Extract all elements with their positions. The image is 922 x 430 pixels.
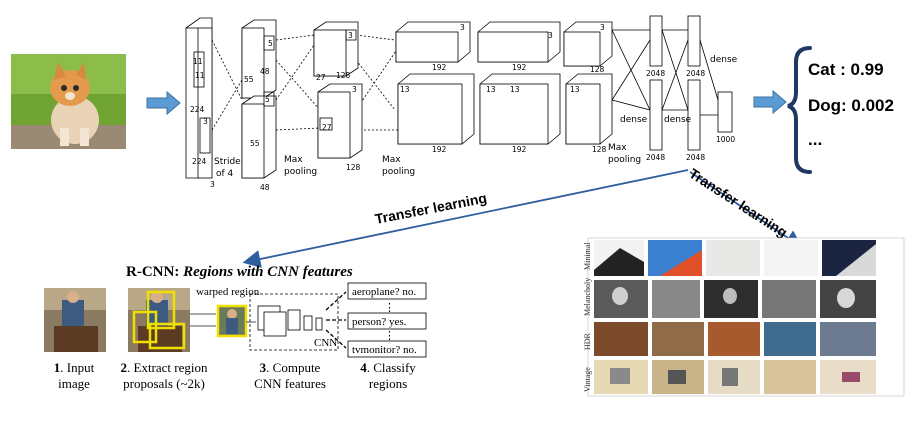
dim-label: 2048 (646, 153, 665, 162)
dim-label: 2048 (686, 153, 705, 162)
dim-label: 192 (432, 63, 447, 72)
step-caption: 1. Input (54, 360, 95, 375)
ellipsis: ⋮ (384, 302, 395, 314)
max-pooling-label: pooling (382, 167, 415, 177)
output-arrow (753, 89, 787, 115)
cnn-box-layers (257, 305, 323, 337)
step-caption: image (58, 376, 90, 391)
stride-label: of 4 (216, 169, 234, 179)
stride-label: Stride (214, 157, 241, 167)
rcnn-title: R-CNN: Regions with CNN features (126, 264, 353, 280)
cnn-layer-labels: Stride of 4 Max pooling Max pooling Max … (214, 55, 738, 179)
dim-label: 3 (352, 85, 357, 94)
dim-label: 192 (432, 145, 447, 154)
transfer-arrow-right (689, 171, 803, 249)
rcnn-steps: 1. Input image 2. Extract region proposa… (54, 360, 417, 391)
transfer-label-left: Transfer learning (374, 190, 489, 227)
step-caption: proposals (~2k) (123, 376, 205, 391)
dim-label: 13 (570, 85, 580, 94)
classify-arrows (325, 291, 347, 349)
dim-label: 5 (268, 39, 273, 48)
grid-row-label: HDR (583, 332, 592, 350)
class-label: person? yes. (352, 316, 407, 328)
class-label: tvmonitor? no. (352, 344, 417, 356)
dense-label: dense (664, 115, 692, 125)
cnn-box-label: CNN (314, 337, 337, 349)
transfer-arrow-left (242, 169, 689, 268)
cnn-architecture (185, 15, 733, 179)
dim-label: 224 (192, 157, 207, 166)
input-arrow (146, 90, 181, 116)
dim-label: 11 (195, 71, 205, 80)
dim-label: 1000 (716, 135, 735, 144)
prediction-more: ... (808, 130, 823, 149)
dim-label: 3 (600, 23, 605, 32)
cnn-box (249, 293, 339, 351)
warped-region-label: warped region (196, 286, 260, 298)
dim-label: 5 (265, 95, 270, 104)
grid-row-melancholy (594, 280, 876, 318)
kitten-image (11, 54, 126, 149)
dim-label: 224 (190, 105, 205, 114)
dim-label: 128 (592, 145, 607, 154)
rcnn-input-image (44, 288, 106, 352)
max-pooling-label: Max (608, 143, 627, 153)
warp-arrows (190, 313, 256, 327)
grid-row-label: Vintage (583, 367, 592, 392)
warped-region-image (216, 304, 248, 338)
step-caption: 3. Compute (260, 360, 321, 375)
prediction-cat: Cat : 0.99 (808, 60, 884, 79)
grid-row-hdr (594, 322, 876, 356)
ellipsis: ⋮ (384, 330, 395, 342)
max-pooling-label: pooling (284, 167, 317, 177)
dim-label: 128 (336, 71, 351, 80)
step-caption: CNN features (254, 376, 326, 391)
dim-label: 128 (590, 65, 605, 74)
max-pooling-label: pooling (608, 155, 641, 165)
dim-label: 3 (348, 31, 353, 40)
grid-row-vintage (594, 360, 876, 394)
dim-label: 13 (400, 85, 410, 94)
dim-label: 2048 (686, 69, 705, 78)
dim-label: 13 (510, 85, 520, 94)
max-pooling-label: Max (382, 155, 401, 165)
grid-row-label: Minimal (583, 242, 592, 270)
prediction-dog: Dog: 0.002 (808, 96, 894, 115)
dim-label: 2048 (646, 69, 665, 78)
dim-label: 128 (346, 163, 361, 172)
max-pooling-label: Max (284, 155, 303, 165)
dim-label: 48 (260, 67, 270, 76)
dim-label: 3 (460, 23, 465, 32)
dim-label: 13 (486, 85, 496, 94)
dim-label: 192 (512, 63, 527, 72)
dense-label: dense (620, 115, 648, 125)
class-label: aeroplane? no. (352, 286, 416, 298)
dim-label: 192 (512, 145, 527, 154)
grid-row-minimal (594, 240, 876, 276)
dim-label: 48 (260, 183, 270, 192)
dim-label: 3 (548, 31, 553, 40)
dim-label: 3 (203, 117, 208, 126)
classify-label-boxes (347, 282, 427, 358)
dim-label: 27 (322, 123, 332, 132)
dim-label: 3 (210, 180, 215, 189)
step-caption: regions (369, 376, 407, 391)
dense-label: dense (710, 55, 738, 65)
dim-label: 55 (244, 75, 254, 84)
transfer-label-right: Transfer learning (686, 165, 790, 240)
style-photo-grid: Minimal Melancholy HDR Vintage (583, 237, 905, 397)
cnn-dimension-labels: 11 11 224 224 3 3 5 5 55 55 48 48 27 27 … (190, 23, 735, 192)
dim-label: 27 (316, 73, 326, 82)
step-caption: 4. Classify (360, 360, 416, 375)
grid-row-label: Melancholy (583, 278, 592, 316)
dim-label: 55 (250, 139, 260, 148)
dim-label: 11 (193, 57, 203, 66)
output-brace (787, 46, 812, 174)
rcnn-proposals-image (128, 288, 190, 352)
step-caption: 2. Extract region (121, 360, 208, 375)
